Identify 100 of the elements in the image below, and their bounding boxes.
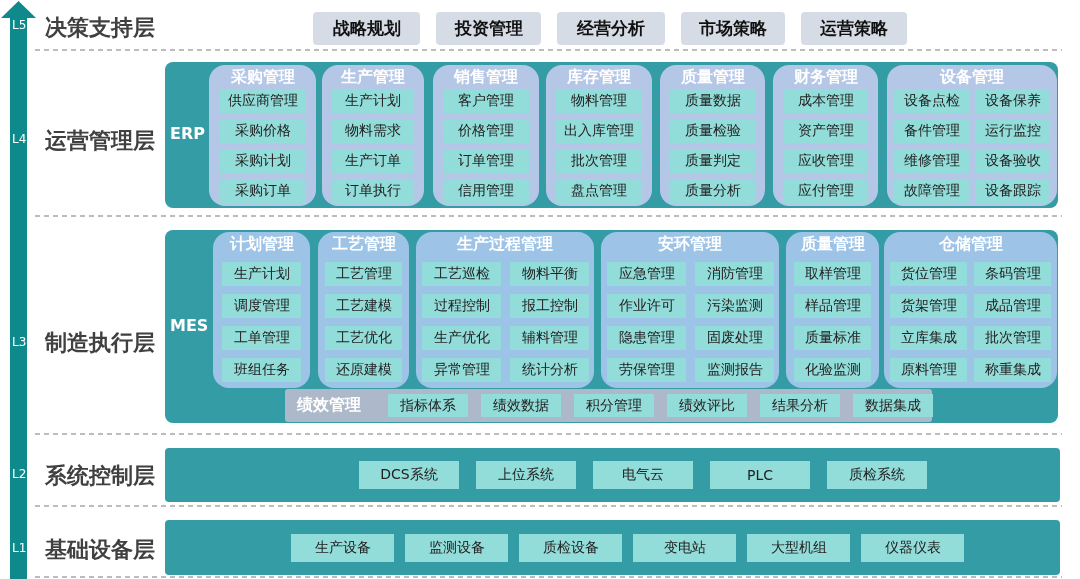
module-tile: 订单管理 xyxy=(443,149,529,173)
module-group-panel xyxy=(660,65,765,206)
module-tile: 设备验收 xyxy=(975,149,1050,173)
module-tile: 采购价格 xyxy=(219,119,306,143)
module-tile: 设备保养 xyxy=(975,89,1050,113)
module-tile: 报工控制 xyxy=(510,294,589,318)
module-tile: 过程控制 xyxy=(422,294,501,318)
module-tile: 生产计划 xyxy=(332,89,414,113)
module-tile: 称重集成 xyxy=(974,358,1051,382)
module-tile: 采购订单 xyxy=(219,179,306,203)
module-tile: 物料管理 xyxy=(556,89,642,113)
module-tile: 成本管理 xyxy=(783,89,868,113)
module-tile: 绩效数据 xyxy=(481,394,561,417)
module-tile: 成品管理 xyxy=(974,294,1051,318)
group-heading: 计划管理 xyxy=(228,234,295,255)
module-tile: PLC xyxy=(710,461,810,489)
module-tile: 上位系统 xyxy=(476,461,576,489)
module-tile: 质量判定 xyxy=(670,149,755,173)
strategy-box: 战略规划 xyxy=(313,12,420,45)
module-tile: 质量分析 xyxy=(670,179,755,203)
module-tile: 备件管理 xyxy=(894,119,969,143)
module-tile: 质量检验 xyxy=(670,119,755,143)
module-tile: 出入库管理 xyxy=(556,119,642,143)
group-heading: 质量管理 xyxy=(799,234,866,255)
module-tile: 价格管理 xyxy=(443,119,529,143)
group-heading: 财务管理 xyxy=(792,67,859,88)
module-tile: 物料需求 xyxy=(332,119,414,143)
module-tile: 班组任务 xyxy=(222,358,301,382)
system-label: ERP xyxy=(170,124,205,143)
module-tile: 信用管理 xyxy=(443,179,529,203)
module-tile: 工艺建模 xyxy=(325,294,402,318)
group-heading: 仓储管理 xyxy=(937,234,1004,255)
group-heading: 绩效管理 xyxy=(297,395,361,416)
module-tile: 质量数据 xyxy=(670,89,755,113)
module-tile: 客户管理 xyxy=(443,89,529,113)
module-tile: 固废处理 xyxy=(695,326,774,350)
module-group-panel xyxy=(209,65,316,206)
system-label: MES xyxy=(170,315,209,335)
module-tile: 生产设备 xyxy=(291,534,394,562)
module-tile: 盘点管理 xyxy=(556,179,642,203)
module-tile: 批次管理 xyxy=(974,326,1051,350)
group-heading: 质量管理 xyxy=(679,67,746,88)
module-tile: 应付管理 xyxy=(783,179,868,203)
module-tile: 生产计划 xyxy=(222,262,301,286)
group-heading: 采购管理 xyxy=(229,67,296,88)
layer-title: 制造执行层 xyxy=(45,329,155,357)
module-tile: 物料平衡 xyxy=(510,262,589,286)
module-tile: 质检系统 xyxy=(827,461,927,489)
strategy-box: 运营策略 xyxy=(801,12,907,45)
module-tile: 工艺优化 xyxy=(325,326,402,350)
module-tile: 仪器仪表 xyxy=(861,534,964,562)
module-tile: 维修管理 xyxy=(894,149,969,173)
module-tile: 还原建模 xyxy=(325,358,402,382)
module-tile: 化验监测 xyxy=(794,358,871,382)
module-tile: 质量标准 xyxy=(794,326,871,350)
module-tile: 调度管理 xyxy=(222,294,301,318)
module-group-panel xyxy=(773,65,878,206)
module-tile: 隐患管理 xyxy=(607,326,686,350)
module-tile: 运行监控 xyxy=(975,119,1050,143)
module-tile: 工艺管理 xyxy=(325,262,402,286)
module-tile: 批次管理 xyxy=(556,149,642,173)
system-panel xyxy=(165,62,1058,208)
module-tile: 监测设备 xyxy=(405,534,508,562)
module-tile: DCS系统 xyxy=(359,461,459,489)
module-tile: 资产管理 xyxy=(783,119,868,143)
module-group-panel xyxy=(285,389,932,422)
module-group-panel xyxy=(601,232,779,388)
module-tile: 大型机组 xyxy=(747,534,850,562)
level-label: L4 xyxy=(12,132,27,146)
module-tile: 供应商管理 xyxy=(219,89,306,113)
layer-title: 决策支持层 xyxy=(45,14,155,42)
module-tile: 异常管理 xyxy=(422,358,501,382)
group-heading: 销售管理 xyxy=(452,67,519,88)
module-tile: 结果分析 xyxy=(760,394,840,417)
module-tile: 监测报告 xyxy=(695,358,774,382)
module-group-panel xyxy=(433,65,539,206)
module-group-panel xyxy=(546,65,652,206)
module-tile: 绩效评比 xyxy=(667,394,747,417)
module-group-panel xyxy=(786,232,879,388)
strategy-box: 经营分析 xyxy=(557,12,665,45)
layer-title: 运营管理层 xyxy=(45,127,155,155)
layer-title: 基础设备层 xyxy=(45,536,155,564)
module-tile: 消防管理 xyxy=(695,262,774,286)
module-tile: 原料管理 xyxy=(890,358,967,382)
module-tile: 污染监测 xyxy=(695,294,774,318)
module-tile: 变电站 xyxy=(633,534,736,562)
module-tile: 辅料管理 xyxy=(510,326,589,350)
module-group-panel xyxy=(322,65,424,206)
group-heading: 设备管理 xyxy=(938,67,1005,88)
module-group-panel xyxy=(884,232,1057,388)
group-heading: 库存管理 xyxy=(566,67,632,88)
module-tile: 设备点检 xyxy=(894,89,969,113)
module-tile: 应急管理 xyxy=(607,262,686,286)
module-tile: 电气云 xyxy=(593,461,693,489)
module-tile: 故障管理 xyxy=(894,179,969,203)
module-group-panel xyxy=(416,232,594,388)
module-tile: 生产订单 xyxy=(332,149,414,173)
module-tile: 样品管理 xyxy=(794,294,871,318)
strategy-box: 投资管理 xyxy=(436,12,541,45)
layer-band xyxy=(165,520,1060,575)
